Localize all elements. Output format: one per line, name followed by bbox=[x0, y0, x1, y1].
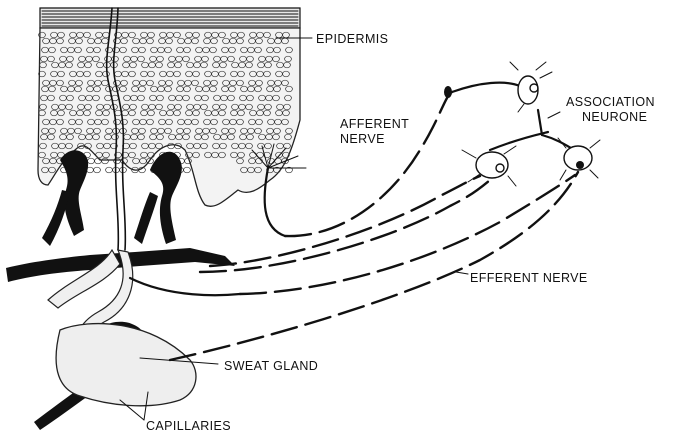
dermis-cell bbox=[94, 167, 101, 173]
label-association-line1: ASSOCIATION bbox=[566, 95, 655, 109]
motor-cell-left bbox=[462, 146, 516, 186]
label-sweat-gland: SWEAT GLAND bbox=[224, 359, 318, 373]
label-afferent-line2: NERVE bbox=[340, 132, 385, 146]
label-efferent-nerve: EFFERENT NERVE bbox=[470, 271, 588, 285]
sweat-gland-tube bbox=[48, 250, 196, 406]
dermis-cell bbox=[88, 158, 95, 164]
label-afferent-line1: AFFERENT bbox=[340, 117, 409, 131]
label-epidermis: EPIDERMIS bbox=[316, 32, 388, 46]
dermis-cell bbox=[184, 167, 191, 173]
sensory-end-cell bbox=[444, 86, 452, 98]
label-association-line2: NEURONE bbox=[582, 110, 647, 124]
dermis-cell bbox=[95, 158, 102, 164]
neurone-cells bbox=[252, 62, 600, 186]
label-capillaries: CAPILLARIES bbox=[146, 419, 231, 433]
afferent-ganglion-cell bbox=[510, 62, 552, 112]
dermis-cell bbox=[106, 167, 113, 173]
